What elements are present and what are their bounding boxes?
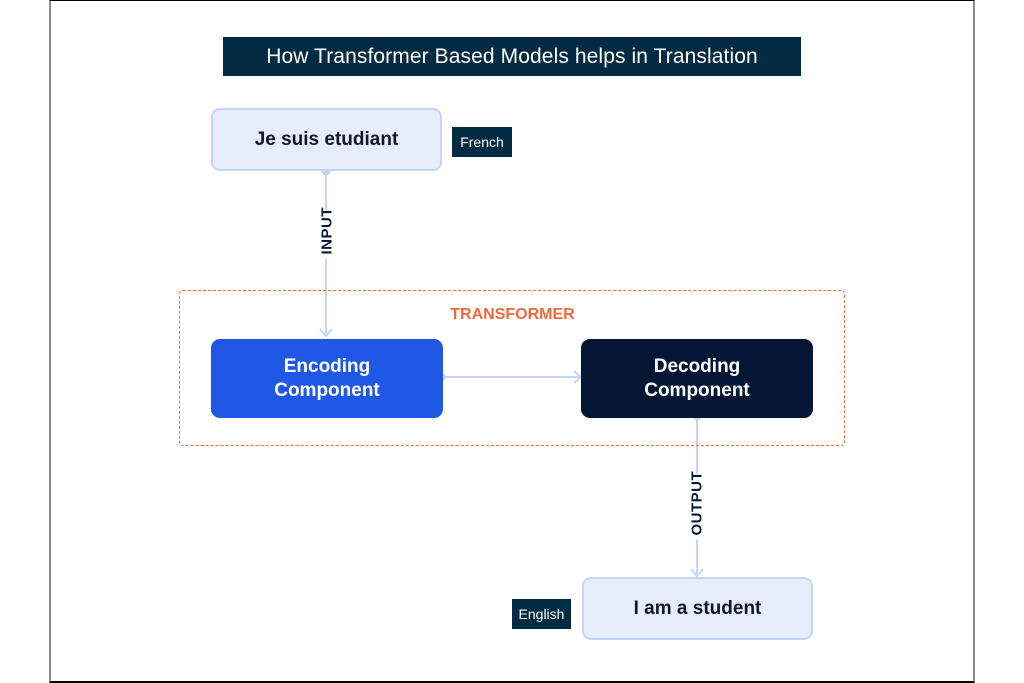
decoding-line2: Component	[644, 379, 750, 401]
transformer-group	[179, 290, 845, 446]
output-sentence-text: I am a student	[633, 597, 762, 619]
encoding-line2: Component	[274, 379, 380, 401]
decoding-component: Decoding Component	[581, 339, 813, 418]
language-tag-french-text: French	[460, 134, 504, 150]
output-edge-label: OUTPUT	[688, 471, 706, 540]
language-tag-french: French	[452, 127, 512, 157]
language-tag-english: English	[512, 599, 571, 629]
input-edge-label: INPUT	[318, 207, 336, 259]
input-sentence-node: Je suis etudiant	[211, 108, 442, 171]
diagram-title: How Transformer Based Models helps in Tr…	[223, 37, 801, 76]
language-tag-english-text: English	[518, 606, 565, 622]
transformer-label: TRANSFORMER	[450, 306, 575, 323]
encoding-line1: Encoding	[283, 355, 371, 377]
input-sentence-text: Je suis etudiant	[254, 128, 399, 150]
output-sentence-node: I am a student	[582, 577, 813, 640]
decoding-line1: Decoding	[653, 355, 741, 377]
encoding-component: Encoding Component	[211, 339, 443, 418]
diagram-frame	[49, 0, 975, 683]
